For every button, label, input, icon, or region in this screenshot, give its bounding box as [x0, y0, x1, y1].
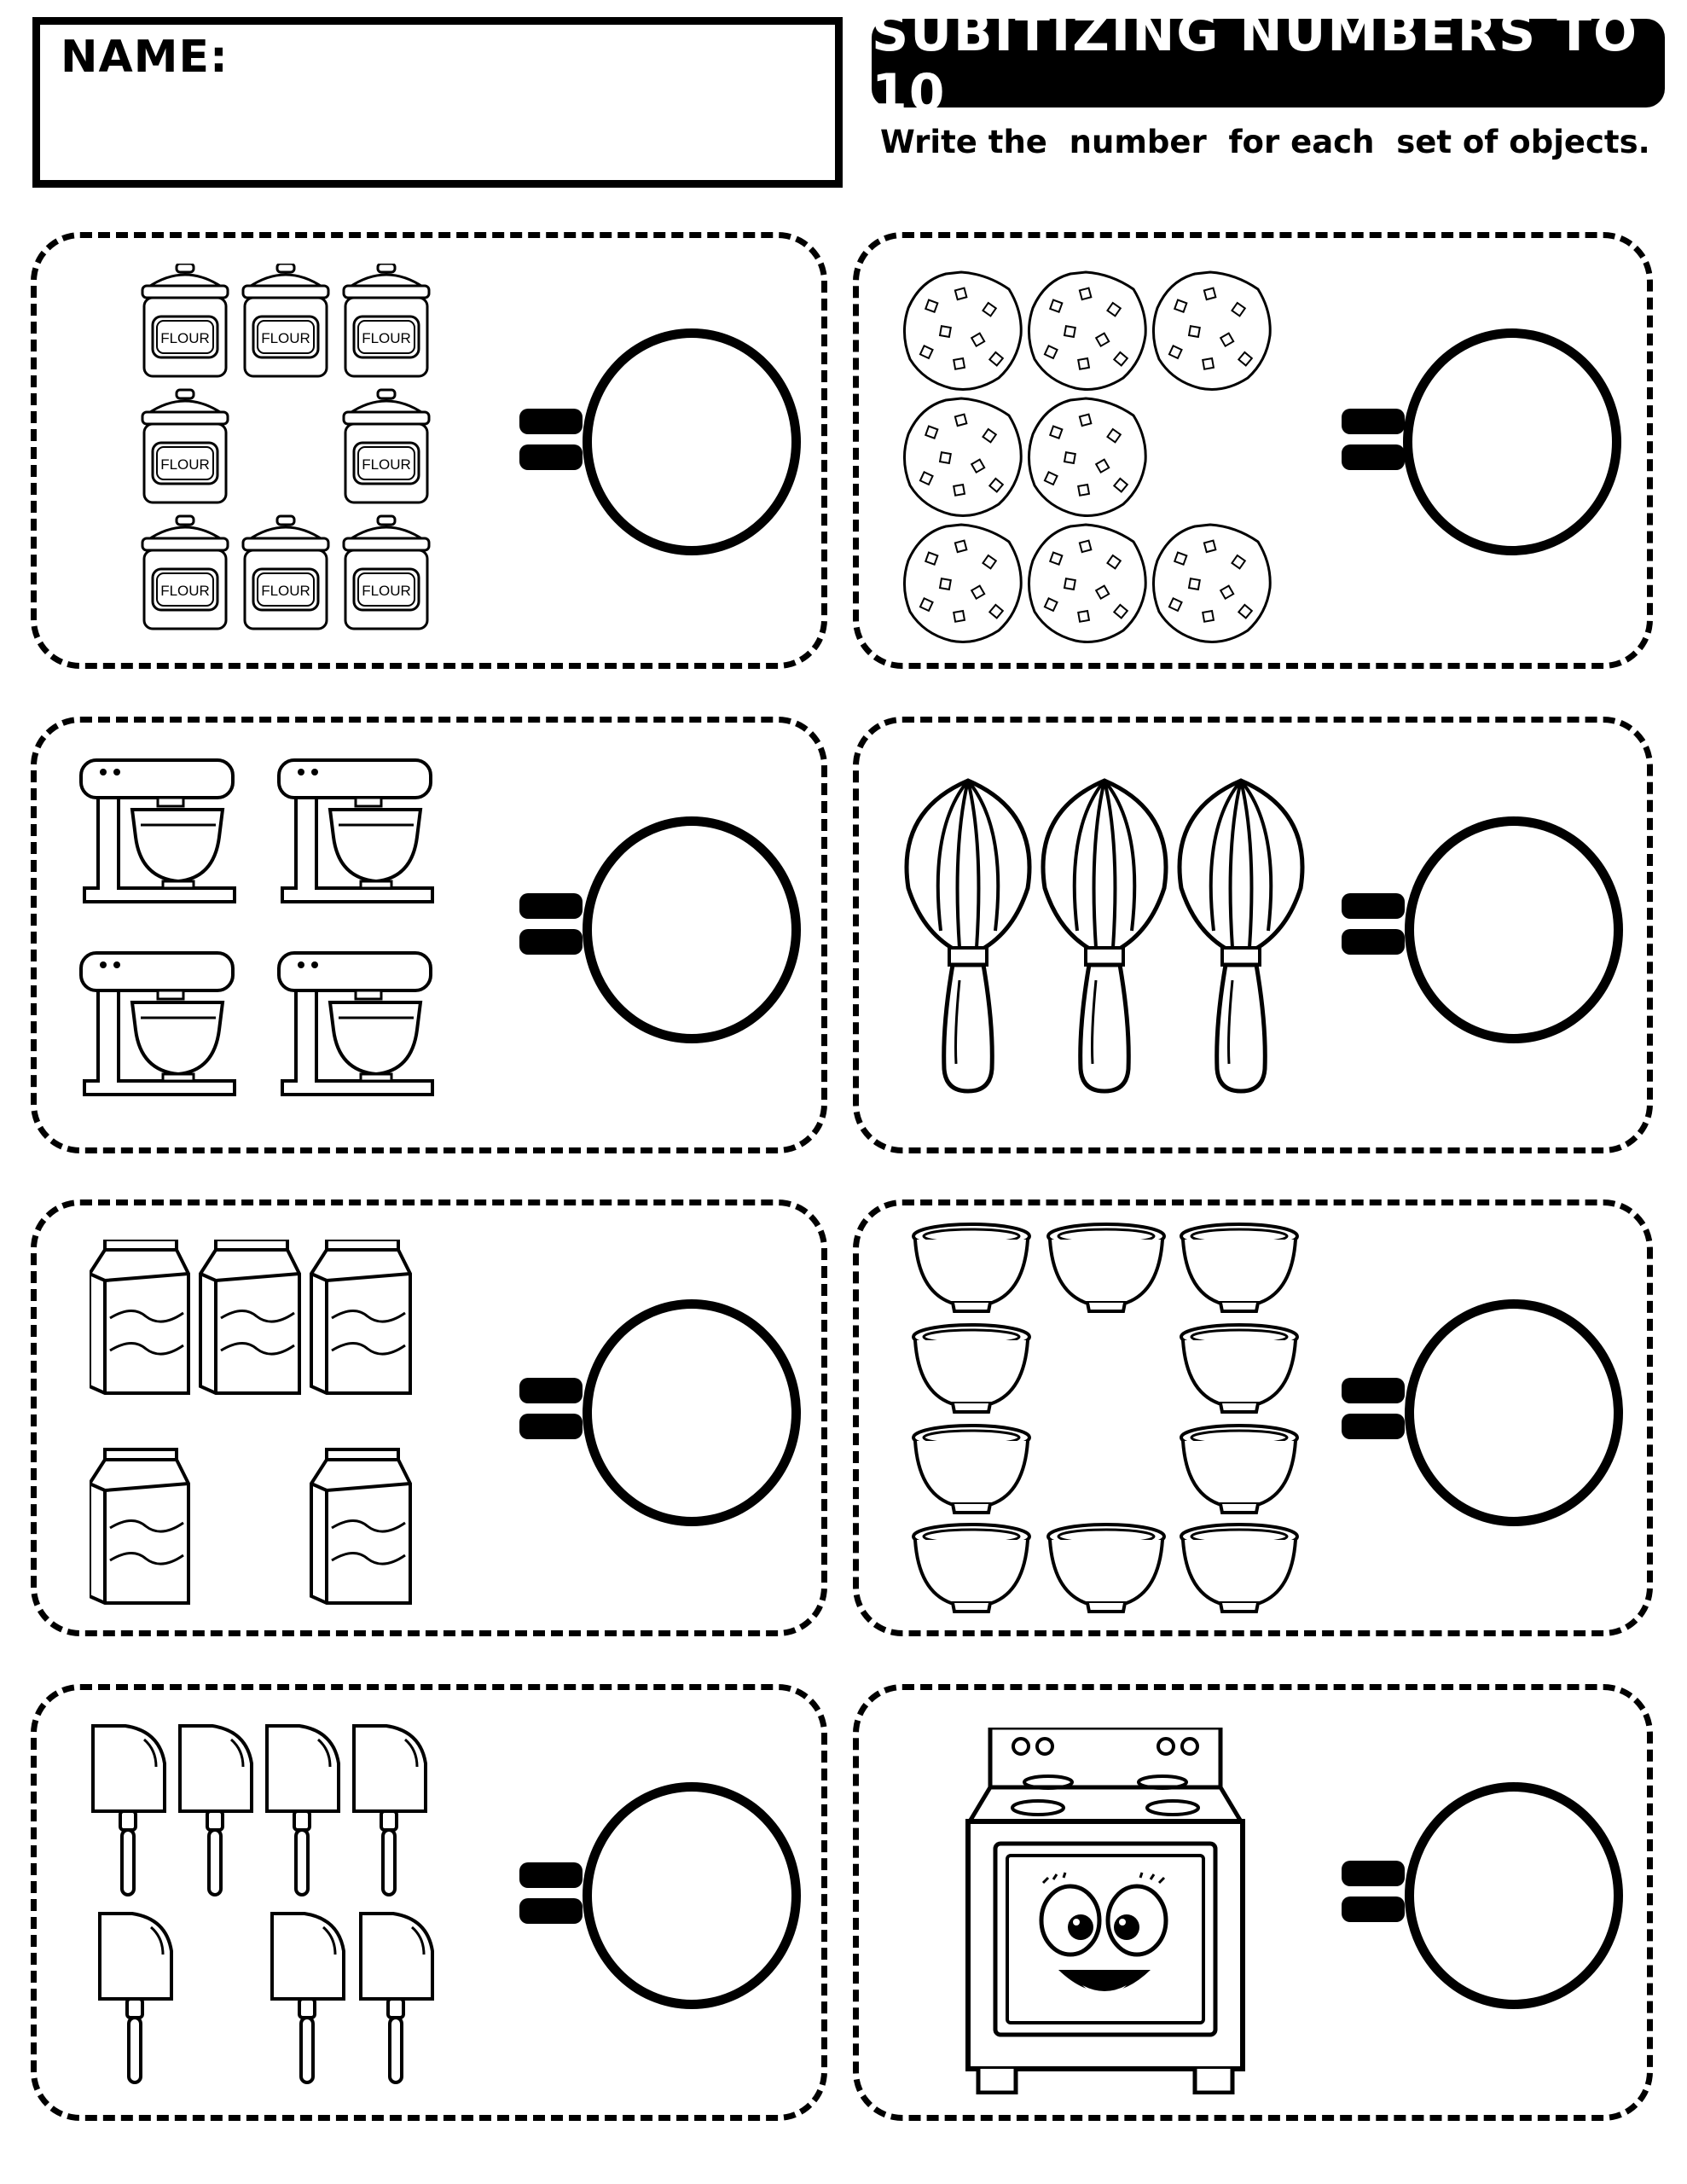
spatula-icon [178, 1724, 253, 1896]
spatula-icon [265, 1724, 340, 1896]
worksheet-title: SUBITIZING NUMBERS TO 10 [872, 3, 1665, 123]
stand-mixer-group [72, 752, 465, 1127]
cookie-icon [1151, 523, 1272, 643]
milk-carton-icon [310, 1448, 412, 1605]
stand-mixer-icon [277, 951, 434, 1096]
mixing-bowl-icon [1180, 1223, 1299, 1313]
equals-sign [519, 1378, 583, 1449]
flour-jar-icon: FLOUR [141, 514, 229, 630]
svg-text:FLOUR: FLOUR [160, 456, 210, 473]
equals-sign [519, 1862, 583, 1934]
milk-carton-icon [90, 1448, 190, 1605]
answer-circle[interactable] [1405, 816, 1623, 1043]
equals-sign [1342, 409, 1405, 480]
cookie-icon [1027, 523, 1147, 643]
whisk-group [903, 777, 1313, 1118]
svg-text:FLOUR: FLOUR [160, 330, 210, 346]
svg-text:FLOUR: FLOUR [261, 330, 310, 346]
problem-panel-cookies [853, 232, 1653, 669]
mixing-bowl-icon [912, 1424, 1031, 1514]
spatula-group [91, 1724, 449, 2108]
equals-sign [519, 409, 583, 480]
problem-panel-mixers [31, 717, 827, 1153]
cookie-icon [1027, 270, 1147, 391]
flour-jar-group: FLOUR FLOUR FLOUR FLOUR FLOUR FLOUR FLOU… [132, 264, 439, 656]
svg-text:FLOUR: FLOUR [261, 583, 310, 599]
mixing-bowl-icon [912, 1523, 1031, 1613]
mixing-bowl-icon [912, 1323, 1031, 1414]
equals-sign [519, 893, 583, 965]
problem-panel-spatulas [31, 1684, 827, 2121]
flour-jar-icon: FLOUR [342, 388, 431, 504]
answer-circle[interactable] [1405, 1782, 1623, 2009]
svg-text:FLOUR: FLOUR [160, 583, 210, 599]
problem-panel-bowls [853, 1199, 1653, 1636]
oven-group [965, 1728, 1246, 2094]
whisk-icon [1043, 781, 1166, 1091]
mixing-bowl-icon [1046, 1523, 1166, 1613]
equals-sign [1342, 1378, 1405, 1449]
mixing-bowl-icon [1046, 1223, 1166, 1313]
equals-sign [1342, 1861, 1405, 1932]
answer-circle[interactable] [583, 328, 801, 555]
spatula-icon [359, 1912, 434, 2084]
mixing-bowl-icon [1180, 1523, 1299, 1613]
mixing-bowl-group [912, 1223, 1304, 1623]
svg-text:FLOUR: FLOUR [362, 583, 411, 599]
mixing-bowl-icon [912, 1223, 1031, 1313]
flour-jar-icon: FLOUR [342, 264, 431, 378]
mixing-bowl-icon [1180, 1323, 1299, 1414]
name-label: NAME: [61, 32, 229, 83]
whisk-icon [907, 781, 1029, 1091]
equals-sign [1342, 893, 1405, 965]
instructions: Write the number for each set of objects… [880, 124, 1650, 160]
cookie-group [901, 269, 1277, 644]
cookie-icon [902, 523, 1023, 643]
problem-panel-milk [31, 1199, 827, 1636]
cookie-icon [1027, 397, 1147, 517]
answer-circle[interactable] [583, 1782, 801, 2009]
problem-panel-oven [853, 1684, 1653, 2121]
stand-mixer-icon [79, 758, 236, 903]
spatula-icon [352, 1724, 427, 1896]
cookie-icon [1151, 270, 1272, 391]
flour-jar-icon: FLOUR [141, 388, 229, 504]
milk-carton-group [90, 1240, 431, 1615]
cookie-icon [902, 397, 1023, 517]
answer-circle[interactable] [1405, 1299, 1623, 1526]
answer-circle[interactable] [583, 1299, 801, 1526]
spatula-icon [270, 1912, 345, 2084]
flour-jar-icon: FLOUR [241, 514, 330, 630]
milk-carton-icon [90, 1240, 190, 1395]
problem-panel-whisks [853, 717, 1653, 1153]
cookie-icon [902, 270, 1023, 391]
problem-panel-flour: FLOUR FLOUR FLOUR FLOUR FLOUR FLOUR FLOU… [31, 232, 827, 669]
svg-text:FLOUR: FLOUR [362, 330, 411, 346]
flour-jar-icon: FLOUR [141, 264, 229, 378]
stand-mixer-icon [277, 758, 434, 903]
flour-jar-icon: FLOUR [241, 264, 330, 378]
oven-icon [965, 1728, 1245, 2094]
name-field[interactable]: NAME: [32, 17, 843, 188]
answer-circle[interactable] [1403, 328, 1621, 555]
stand-mixer-icon [79, 951, 236, 1096]
whisk-icon [1180, 781, 1302, 1091]
mixing-bowl-icon [1180, 1424, 1299, 1514]
answer-circle[interactable] [583, 816, 801, 1043]
milk-carton-icon [199, 1240, 301, 1395]
spatula-icon [91, 1724, 166, 1896]
milk-carton-icon [310, 1240, 412, 1395]
flour-jar-icon: FLOUR [342, 514, 431, 630]
spatula-icon [98, 1912, 173, 2084]
svg-text:FLOUR: FLOUR [362, 456, 411, 473]
